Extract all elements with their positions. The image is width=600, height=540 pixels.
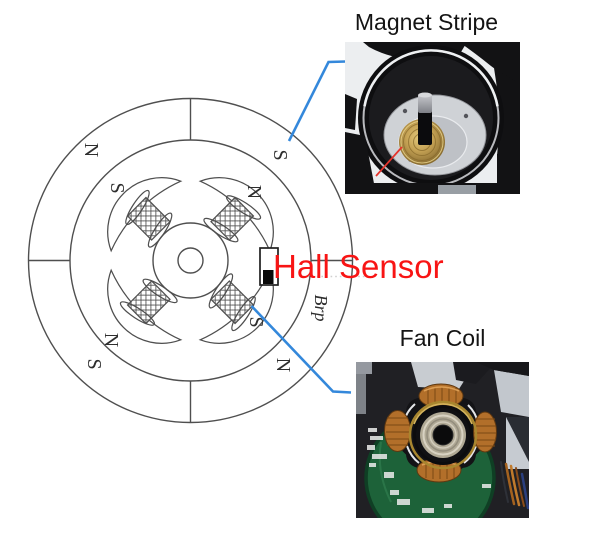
coil-end-loop-outer bbox=[119, 301, 156, 326]
coil-end-loop-inner bbox=[142, 278, 178, 304]
background-gap bbox=[438, 185, 476, 194]
stator-pole-label-bottom-right: S bbox=[245, 316, 267, 327]
coil-hatching bbox=[211, 197, 254, 240]
pcb-silkscreen-marks bbox=[367, 428, 491, 513]
coil-end-loop-outer bbox=[225, 195, 262, 220]
hall-sensor-chip bbox=[263, 270, 274, 284]
callout-line-fan-coil bbox=[250, 305, 352, 394]
copper-coil-right bbox=[473, 411, 497, 453]
hall-sensor-label: Hall Sensor bbox=[273, 248, 444, 285]
center-bearing bbox=[408, 400, 478, 470]
stator-core bbox=[152, 222, 229, 299]
magnet-stripe-photo bbox=[345, 42, 520, 194]
coil-hatching bbox=[127, 197, 170, 240]
fan-coil-caption: Fan Coil bbox=[399, 325, 486, 351]
coil-end-loop-inner bbox=[203, 217, 239, 243]
motor-shaft bbox=[418, 92, 432, 145]
fan-coil-photo bbox=[356, 362, 529, 518]
stator-pole-label-top-right: N bbox=[243, 185, 265, 199]
callout-line-magnet-stripe bbox=[287, 60, 347, 142]
cup-rim-highlight bbox=[363, 49, 499, 107]
rotor-outer-label-top-right: S bbox=[269, 149, 291, 160]
lead-wires bbox=[500, 461, 529, 510]
flux-density-label: Brp bbox=[311, 295, 331, 322]
coil-end-loop-inner bbox=[147, 212, 173, 248]
stator-pole-label-top-left: S bbox=[106, 182, 128, 193]
coil-end-loop-outer bbox=[125, 189, 150, 226]
stator-assembly bbox=[384, 383, 497, 483]
copper-coil-left bbox=[384, 410, 411, 452]
magnet-stripe-caption: Magnet Stripe bbox=[354, 9, 499, 35]
coil-end-loop-outer bbox=[231, 295, 256, 332]
rotor-cup bbox=[358, 45, 504, 191]
coil-hatching bbox=[211, 281, 254, 324]
stator-pole-top-left bbox=[107, 177, 183, 253]
hall-sensor-marker bbox=[259, 247, 279, 286]
coil-end-loop-inner bbox=[208, 273, 234, 309]
stator-pole-bottom-left bbox=[107, 268, 183, 344]
fan-blades bbox=[453, 362, 529, 462]
magnet-stripe-pointer-line bbox=[375, 146, 403, 177]
rotor-magnet-ring bbox=[27, 97, 354, 424]
stator-pole-top-right bbox=[198, 177, 274, 253]
shaft-circle bbox=[177, 247, 204, 274]
stator-pole-bottom-right bbox=[198, 268, 274, 344]
rotor-outer-label-bottom-left: S bbox=[83, 358, 105, 369]
coil-hatching bbox=[127, 281, 170, 324]
stator-pole-label-bottom-left: N bbox=[100, 333, 122, 347]
rotor-outer-label-top-left: N bbox=[80, 143, 102, 157]
fan-blades-lower bbox=[345, 132, 520, 194]
rotor-outer-label-bottom-right: N bbox=[272, 358, 294, 372]
